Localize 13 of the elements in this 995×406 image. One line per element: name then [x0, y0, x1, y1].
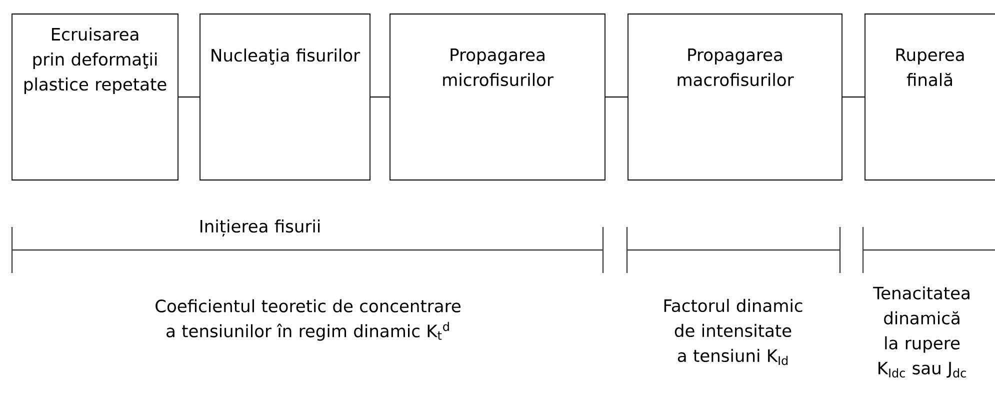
process-box: Propagarea microfisurilor: [390, 14, 606, 180]
description-text: Coeficientul teoretic de concentrare a tensiunilor în regim dinamic K$_{t}$d: [156, 299, 460, 341]
process-box: Ecruisarea prin deformaţii plastice repetate: [12, 14, 178, 180]
connector-line: [178, 96, 200, 98]
connector-line: [605, 96, 628, 98]
connector-line: [370, 96, 390, 98]
description-text: Tenacitatea dinamică la rupere K$_{Idc}$ sau J$_{dc}$: [873, 286, 970, 378]
connector-line: [842, 96, 865, 98]
description-text: Factorul dinamic de intensitate a tensiuni K$_{Id}$: [664, 298, 802, 366]
process-box: Ruperea finală: [864, 14, 995, 180]
process-box: Propagarea macrofisurilor: [628, 14, 842, 180]
bracket-label: Inițierea fisurii: [200, 219, 320, 236]
process-box: Nucleaţia fisurilor: [200, 14, 370, 180]
